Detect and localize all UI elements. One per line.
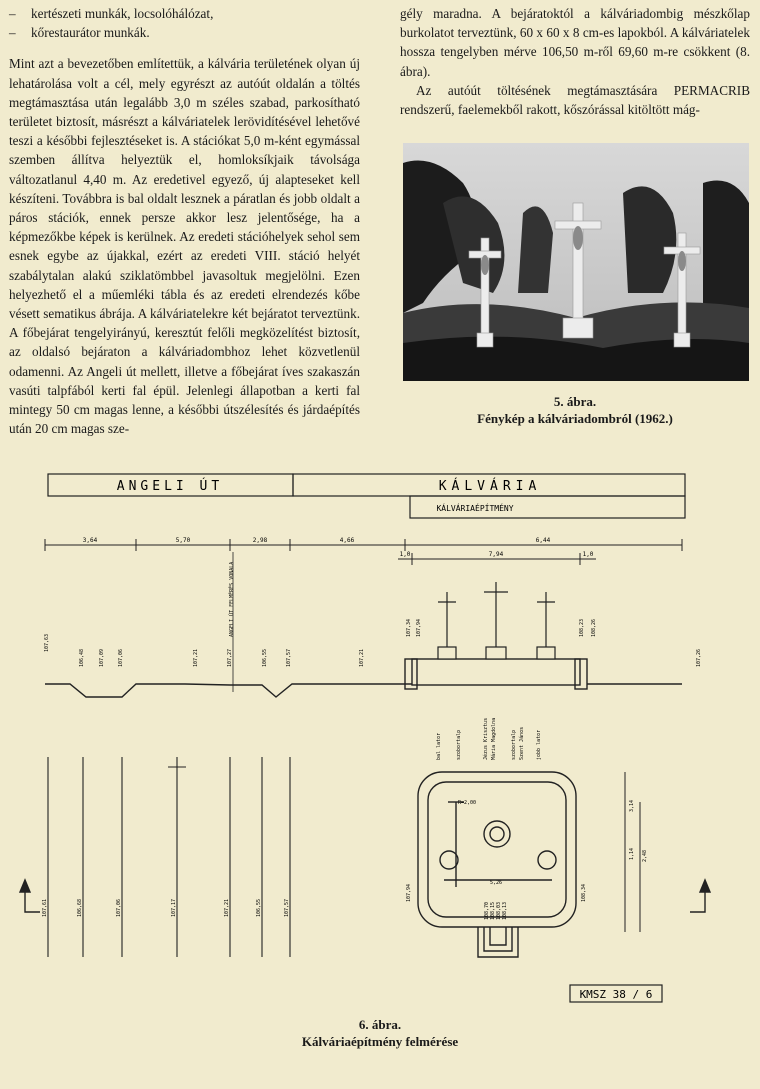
- dim-label: 3,64: [83, 537, 98, 544]
- bullet-mark: –: [9, 6, 16, 21]
- level-label: 107,34: [406, 619, 412, 637]
- base-level: 108,15: [490, 902, 496, 920]
- station-label: szobortalp: [511, 730, 517, 760]
- calvary-header-label: KÁLVÁRIA: [439, 478, 542, 494]
- bullet-text: kőrestaurátor munkák.: [31, 25, 150, 41]
- calvary-photo: [403, 143, 749, 381]
- dim-label: 4,66: [340, 537, 355, 544]
- left-cross-base: [439, 850, 459, 870]
- level-label: 107,63: [44, 634, 50, 652]
- road-header-label: ANGELI ÚT: [117, 478, 223, 494]
- figure6-title: Kálváriaépítmény felmérése: [301, 1034, 459, 1049]
- figure5-number: 5. ábra.: [553, 394, 597, 409]
- right-text-column: gély marad­na. A bejáratoktól a kálvária…: [400, 4, 750, 119]
- continuation-paragraph: gély marad­na. A bejáratoktól a kálvária…: [400, 6, 750, 79]
- bullet-text: kertészeti munkák, locsolóhálózat,: [31, 6, 214, 21]
- plan-level: 107,57: [284, 899, 290, 917]
- plan-dim: 1,14: [629, 848, 635, 860]
- level-label: 106,48: [79, 649, 85, 667]
- ground-profile: [45, 683, 412, 698]
- figure5-title: Fénykép a kálváriadombról (1962.): [477, 411, 673, 426]
- level-label: 107,26: [696, 649, 702, 667]
- station-label: Szent János: [518, 727, 525, 760]
- structure-header-label: KÁLVÁRIAÉPÍTMÉNY: [436, 502, 513, 513]
- level-label: 107,09: [99, 649, 105, 667]
- station-label: bal lator: [436, 733, 442, 760]
- plan-level: 107,17: [171, 899, 177, 917]
- plan-level: 106,68: [77, 899, 83, 917]
- sheet-code: KMSZ 38 / 6: [580, 988, 653, 1001]
- dim-label: 1,0: [400, 551, 411, 558]
- station-label: Mária Magdolna: [490, 718, 497, 760]
- base-level: 108,70: [484, 902, 490, 920]
- base-level: 108,13: [502, 902, 508, 920]
- dim-label: 6,44: [536, 537, 551, 544]
- plan-dim: 5,26: [490, 880, 502, 886]
- survey-line-note: ANGELI ÚT FELMÉRÉS VONALA: [227, 562, 235, 637]
- dim-label: 2,98: [253, 537, 268, 544]
- dim-label: 7,94: [489, 551, 504, 558]
- bullet-item: – kertészeti munkák, locsolóhálózat,: [9, 4, 360, 23]
- figure5-caption: 5. ábra. Fénykép a kálváriadombról (1962…: [400, 393, 750, 427]
- left-text-column: – kertészeti munkák, locsolóhálózat, – k…: [9, 4, 360, 438]
- level-label: 107,94: [416, 619, 422, 637]
- level-label: 107,21: [193, 649, 199, 667]
- central-cross-base: [483, 820, 511, 848]
- station-label: jobb lator: [536, 730, 542, 760]
- level-label: 108,23: [579, 619, 585, 637]
- level-label: 107,57: [286, 649, 292, 667]
- plan-level: 108,34: [581, 884, 587, 902]
- dim-label: 5,70: [176, 537, 191, 544]
- survey-drawing: ANGELI ÚT KÁLVÁRIA KÁLVÁRIAÉPÍTMÉNY 3,64…: [18, 473, 712, 1003]
- level-label: 108,26: [591, 619, 597, 637]
- plan-level: 106,55: [256, 899, 262, 917]
- figure6-caption: 6. ábra. Kálváriaépítmény felmérése: [230, 1016, 530, 1050]
- permacrib-paragraph: Az autóút töltésének megtámasztására PER…: [400, 82, 750, 118]
- plan-level: 107,06: [116, 899, 122, 917]
- level-label: 107,06: [118, 649, 124, 667]
- main-paragraph: Mint azt a bevezetőben említettük, a kál…: [9, 56, 360, 437]
- plan-level: 107,21: [224, 899, 230, 917]
- right-cross-base: [537, 850, 557, 870]
- bullet-item: – kőrestaurátor munkák.: [9, 23, 360, 42]
- plan-dim: R=2,00: [458, 800, 476, 806]
- level-label: 107,21: [359, 649, 365, 667]
- station-label: Jézus Krisztus: [482, 718, 489, 760]
- calvary-plan-inner: [427, 781, 567, 918]
- plan-level: 107,61: [42, 899, 48, 917]
- plan-dim: 3,14: [629, 800, 635, 812]
- level-label: 106,55: [262, 649, 268, 667]
- calvary-mound: [411, 658, 581, 686]
- bullet-mark: –: [9, 25, 16, 41]
- calvary-photo-image: [403, 143, 749, 381]
- sheet-code-box: [569, 984, 663, 1003]
- structure-header-box: [409, 495, 686, 519]
- station-label: szobortalp: [456, 730, 462, 760]
- level-label: 107,27: [227, 649, 233, 667]
- figure6-number: 6. ábra.: [358, 1017, 402, 1032]
- base-level: 108,03: [496, 902, 502, 920]
- dim-label: 1,0: [583, 551, 594, 558]
- plan-level: 107,94: [406, 884, 412, 902]
- plan-dim: 2,48: [642, 850, 648, 862]
- calvary-plan-outer: [417, 771, 577, 928]
